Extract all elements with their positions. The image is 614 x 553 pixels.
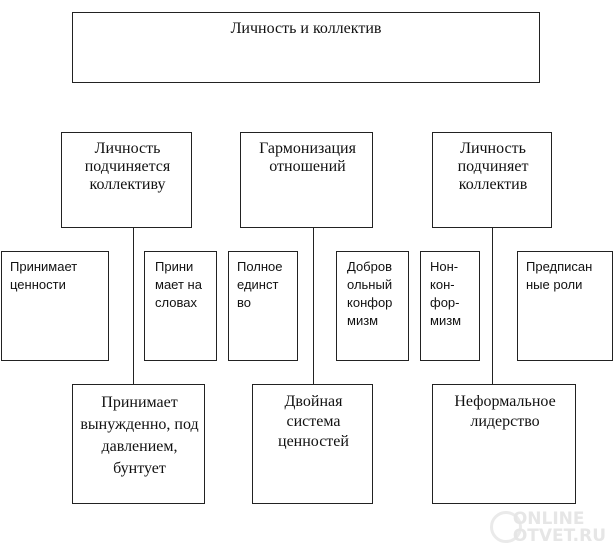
watermark-line-2: OTVET.RU [512,526,606,546]
small-box-label: Добров ольный конфор мизм [347,259,393,328]
bottom-box-label: Принимает вынужденно, под давлением, бун… [80,394,199,477]
title-box: Личность и коллектив [72,12,540,83]
connector-line-1 [133,228,134,384]
diagram-title: Личность и коллектив [230,20,382,37]
small-box-full-unity: Полное единст во [228,251,298,361]
top-box-label: Личность подчиняется коллективу [84,140,171,193]
watermark: ONLINE OTVET.RU [513,511,606,545]
bottom-box-forced: Принимает вынужденно, под давлением, бун… [72,384,205,504]
bottom-box-informal-leadership: Неформальное лидерство [432,384,576,504]
small-box-label: Предписан ные роли [526,259,593,292]
small-box-accepts-in-words: Прини мает на словах [144,251,217,361]
small-box-label: Нон- кон- фор- мизм [430,259,462,328]
watermark-lightbulb-icon [490,511,522,543]
small-box-voluntary-conformism: Добров ольный конфор мизм [336,251,409,361]
small-box-label: Прини мает на словах [155,259,202,310]
bottom-box-label: Двойная система ценностей [278,393,349,450]
connector-line-3 [492,228,493,384]
top-box-dominant: Личность подчиняет коллектив [432,132,552,228]
small-box-label: Полное единст во [237,259,283,310]
small-box-accepts-values: Принимает ценности [1,251,109,361]
small-box-prescribed-roles: Предписан ные роли [517,251,613,361]
bottom-box-double-values: Двойная система ценностей [252,384,373,504]
small-box-nonconformism: Нон- кон- фор- мизм [420,251,480,361]
bottom-box-label: Неформальное лидерство [454,393,556,430]
top-box-label: Гармонизация отношений [259,140,356,175]
top-box-harmonization: Гармонизация отношений [240,132,373,228]
watermark-line-1: ONLINE [512,509,585,529]
top-box-label: Личность подчиняет коллектив [457,140,529,193]
connector-line-2 [313,228,314,384]
small-box-label: Принимает ценности [10,259,78,292]
top-box-subordinate: Личность подчиняется коллективу [61,132,192,228]
